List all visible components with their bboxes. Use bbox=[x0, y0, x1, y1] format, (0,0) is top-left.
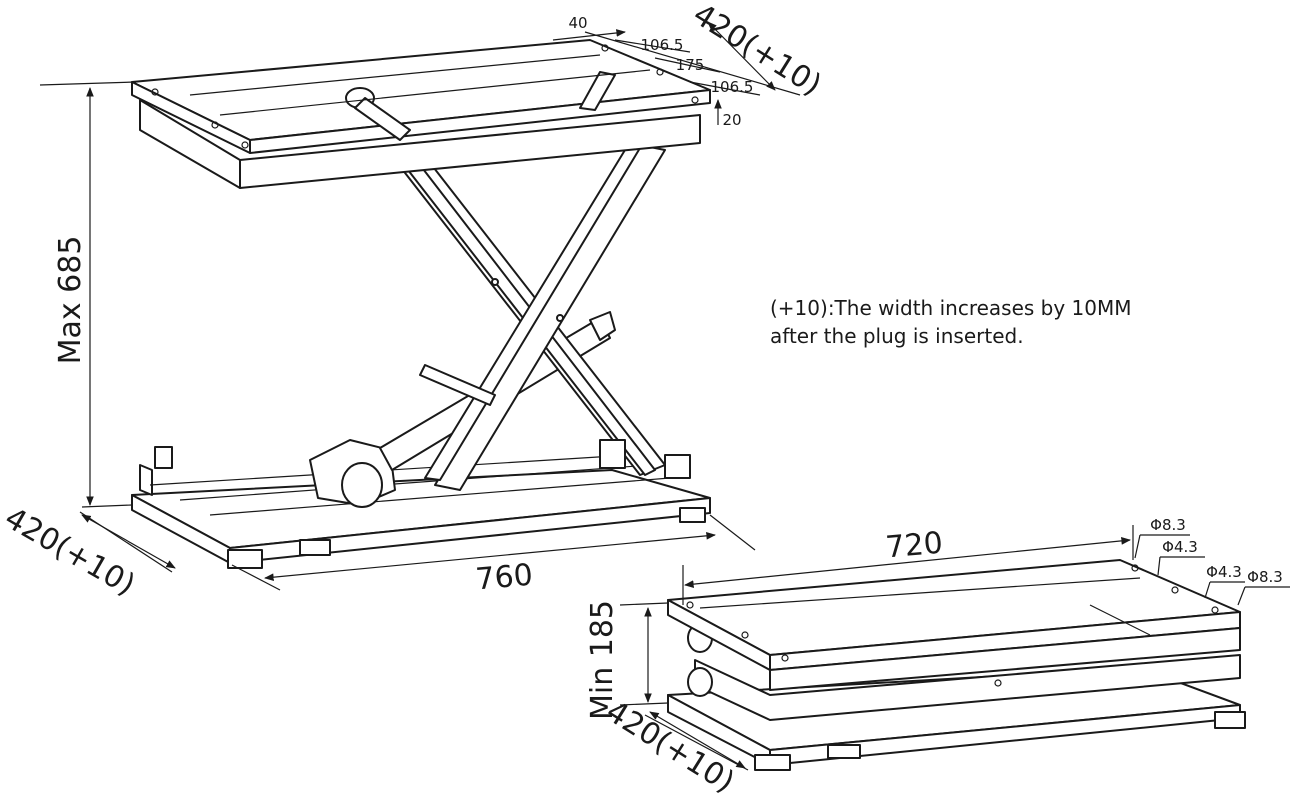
lowered-height-label: Min 185 bbox=[585, 600, 620, 720]
lowered-hole-b: Φ4.3 bbox=[1162, 538, 1198, 556]
raised-scissor-arms bbox=[394, 144, 666, 491]
raised-spacing-106b: 106.5 bbox=[711, 78, 754, 96]
raised-spacing-40: 40 bbox=[568, 14, 587, 32]
lowered-length-label: 720 bbox=[884, 526, 944, 566]
raised-top-frame bbox=[131, 39, 711, 189]
lowered-hole-a: Φ8.3 bbox=[1150, 516, 1186, 534]
raised-lift bbox=[131, 39, 711, 569]
raised-spacing-175: 175 bbox=[676, 56, 705, 74]
raised-spacing-106a: 106.5 bbox=[641, 36, 684, 54]
raised-height-label: Max 685 bbox=[53, 236, 88, 365]
raised-top-width-label: 420(+10) bbox=[687, 0, 828, 103]
width-note: (+10):The width increases by 10MM after … bbox=[770, 296, 1132, 348]
raised-width-label: 420(+10) bbox=[0, 501, 141, 603]
lowered-hole-d: Φ8.3 bbox=[1247, 568, 1283, 586]
note-line-2: after the plug is inserted. bbox=[770, 324, 1024, 348]
raised-length-label: 760 bbox=[474, 558, 534, 598]
note-line-1: (+10):The width increases by 10MM bbox=[770, 296, 1132, 320]
raised-rail-20: 20 bbox=[722, 111, 741, 129]
lowered-hole-c: Φ4.3 bbox=[1206, 563, 1242, 581]
lowered-lift bbox=[667, 559, 1246, 771]
